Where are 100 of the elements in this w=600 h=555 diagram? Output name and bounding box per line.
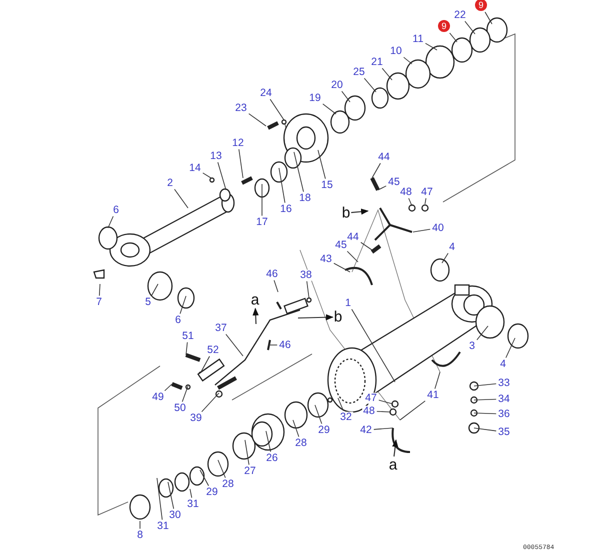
leader-line: [151, 284, 158, 296]
leader-line: [474, 383, 497, 386]
leader-line: [248, 113, 266, 126]
leader-line: [182, 386, 188, 402]
leader-line: [484, 12, 492, 24]
callout-number: 27: [243, 466, 257, 476]
leader-line: [346, 250, 358, 262]
leader-line: [360, 242, 372, 250]
leader-line: [412, 228, 431, 232]
leader-line: [292, 420, 300, 438]
leader-line: [202, 172, 212, 178]
callout-badge: 9: [438, 20, 450, 32]
leader-line: [505, 338, 516, 358]
arrow: [351, 208, 369, 215]
callout-number: 23: [234, 102, 248, 114]
leader-line: [98, 284, 100, 296]
callout-number: 46: [265, 268, 279, 280]
leader-line: [474, 412, 497, 414]
callout-number: 29: [205, 486, 219, 498]
leader-line: [200, 470, 209, 486]
leader-line: [341, 90, 350, 102]
callout-number: 12: [231, 138, 245, 148]
callout-number: 48: [399, 186, 413, 198]
leader-line: [338, 398, 344, 412]
callout-number: 33: [497, 378, 511, 388]
leader-line: [226, 334, 244, 356]
callout-number: 16: [279, 204, 293, 214]
arrow: [392, 439, 398, 457]
callout-number: 47: [364, 392, 378, 404]
leader-line: [333, 262, 350, 272]
callout-number: 25: [352, 66, 366, 78]
callout-number: 24: [259, 88, 273, 98]
callout-number: 4: [448, 242, 456, 252]
leader-line: [434, 372, 440, 390]
leader-line: [164, 384, 172, 392]
leader-line: [174, 188, 188, 208]
callout-number: 19: [308, 92, 322, 104]
view-reference-letter: b: [342, 206, 350, 220]
callout-number: 41: [426, 390, 440, 400]
callout-number: 3: [468, 340, 476, 352]
leader-line: [270, 98, 284, 120]
leader-line: [408, 198, 412, 206]
leader-line: [306, 280, 310, 298]
callout-number: 35: [497, 426, 511, 438]
arrow: [252, 308, 259, 324]
leader-line: [474, 428, 497, 432]
leader-line: [218, 460, 226, 478]
callout-number: 45: [387, 176, 401, 188]
callout-number: 30: [168, 510, 182, 520]
callout-number: 7: [95, 296, 103, 308]
callout-number: 32: [339, 412, 353, 422]
callout-number: 51: [181, 330, 195, 342]
leader-line: [322, 104, 336, 114]
callout-number: 13: [209, 150, 223, 162]
leader-line: [351, 308, 396, 382]
callout-number: 22: [453, 10, 467, 20]
callout-number: 38: [299, 270, 313, 280]
leader-line: [476, 326, 488, 340]
leader-line: [201, 392, 220, 412]
leader-line: [180, 296, 186, 314]
leader-line: [186, 342, 188, 356]
callout-number: 34: [497, 394, 511, 404]
callout-number: 1: [344, 298, 352, 308]
leader-line: [108, 216, 114, 228]
leader-line: [364, 78, 376, 92]
leader-line: [378, 400, 394, 404]
leader-line: [217, 162, 226, 190]
leader-line: [378, 186, 387, 190]
callout-number: 10: [389, 46, 403, 56]
callout-number: 28: [221, 478, 235, 490]
callout-number: 50: [173, 402, 187, 414]
leader-line: [424, 198, 426, 204]
callout-number: 6: [174, 314, 182, 326]
leader-line: [274, 280, 278, 292]
callout-number: 26: [265, 452, 279, 464]
callout-number: 31: [186, 498, 200, 510]
leader-line: [425, 42, 438, 50]
leader-line: [244, 440, 250, 466]
callout-number: 44: [346, 232, 360, 242]
leader-line: [168, 482, 174, 510]
callout-number: 14: [188, 162, 202, 174]
callout-number: 8: [136, 530, 144, 540]
callout-number: 6: [112, 204, 120, 216]
callout-number: 4: [499, 358, 507, 370]
callout-number: 45: [334, 240, 348, 250]
callout-number: 11: [412, 34, 424, 44]
leader-line: [449, 32, 458, 42]
callout-number: 31: [156, 520, 170, 532]
leader-line: [156, 478, 163, 520]
callout-number: 17: [255, 216, 269, 228]
leader-line: [442, 252, 448, 264]
callout-badge: 9: [475, 0, 487, 11]
leader-line: [376, 410, 392, 412]
leader-line: [382, 68, 392, 80]
leader-line: [278, 168, 286, 204]
callout-number: 46: [278, 340, 292, 350]
callout-number: 44: [377, 152, 391, 162]
arrow: [298, 314, 334, 320]
callout-number: 18: [298, 192, 312, 204]
callout-number: 48: [362, 406, 376, 416]
